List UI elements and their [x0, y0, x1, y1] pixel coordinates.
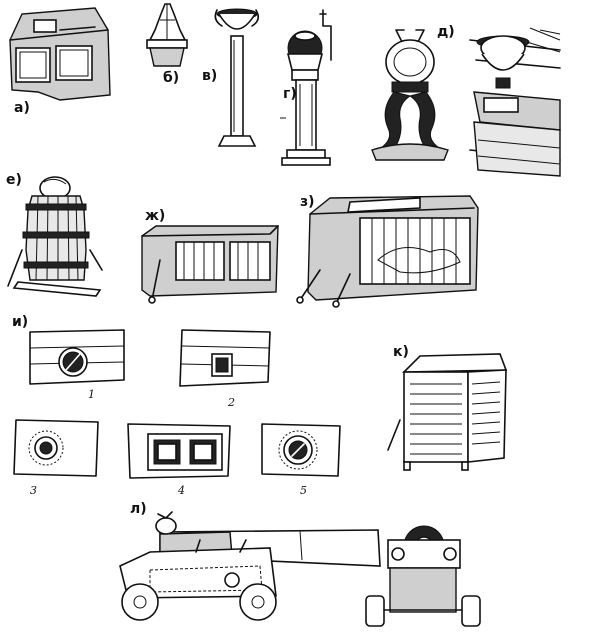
porthole-number-4: 4: [177, 484, 185, 497]
figure-k-louvered-cabinet: [387, 353, 508, 471]
porthole-1: [29, 329, 125, 385]
porthole-number-5: 5: [300, 484, 307, 497]
porthole-2: [179, 329, 271, 387]
figure-b-binnacle-hood: [146, 3, 188, 67]
figure-d-deck-binnacle: [469, 27, 561, 177]
label-zh: ж): [145, 208, 165, 224]
porthole-3: [13, 419, 99, 477]
figure-v-compass-pedestal: [214, 8, 260, 147]
label-e: е): [6, 172, 22, 188]
porthole-5: [261, 423, 341, 477]
label-k: к): [393, 344, 409, 360]
label-v: в): [202, 68, 217, 84]
label-d: д): [437, 24, 455, 40]
label-g: г): [283, 86, 297, 102]
label-b: б): [163, 70, 179, 86]
porthole-4: [127, 423, 231, 479]
figure-l-cannon-side: [119, 511, 381, 621]
figure-zh-cage-box: [141, 225, 279, 304]
figure-l-cannon-front: [365, 525, 481, 627]
figure-g-binnacle-column: [280, 9, 332, 166]
label-z: з): [300, 194, 315, 210]
figure-d-dolphin-binnacle: [371, 29, 449, 161]
label-a: а): [14, 100, 30, 116]
figure-z-animal-cage: [296, 195, 479, 308]
label-i: и): [12, 314, 28, 330]
label-l: л): [130, 501, 147, 517]
porthole-number-2: 2: [227, 396, 235, 409]
porthole-number-1: 1: [88, 388, 95, 401]
figure-a-deck-cabinet: [9, 7, 111, 101]
figure-e-barrel: [7, 176, 103, 297]
porthole-number-3: 3: [30, 484, 37, 497]
